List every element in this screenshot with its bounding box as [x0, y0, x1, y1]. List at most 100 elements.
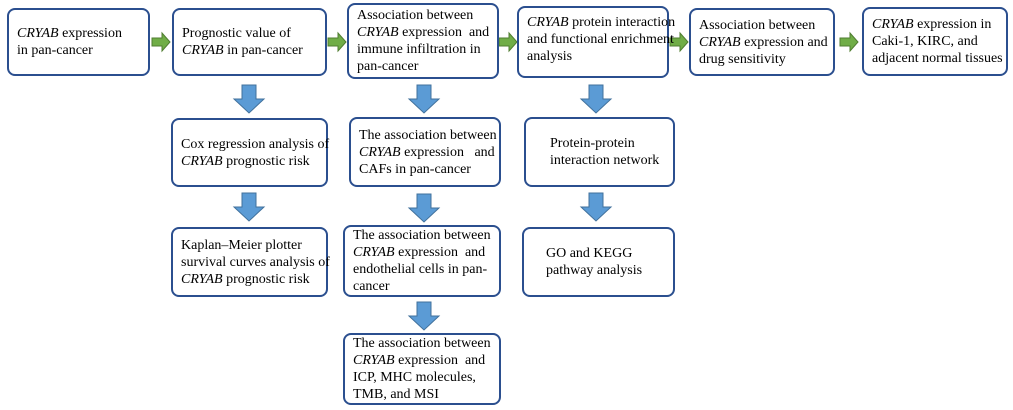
arrow-down-prognostic-to-cox [232, 84, 266, 114]
node-text-line: and functional enrichment [527, 31, 674, 48]
node-text: Protein-protein [550, 136, 635, 151]
node-text-line: CRYAB prognostic risk [181, 271, 318, 288]
arrow-down-protein-to-ppi [579, 84, 613, 114]
arrow-down-endothelial-to-icp [407, 301, 441, 331]
node-text-line: Association between [699, 17, 825, 34]
arrow-down-cafs-to-endothelial [407, 193, 441, 223]
node-text: pan-cancer [357, 59, 419, 74]
node-text: interaction network [550, 153, 660, 168]
node-text: endothelial cells in pan- [353, 262, 488, 277]
arrow-down-cox-to-km [232, 192, 266, 222]
node-text-line: The association between [353, 335, 491, 352]
node-text-line: CRYAB expression [17, 25, 140, 42]
gene-name: CRYAB [353, 353, 395, 368]
gene-name: CRYAB [181, 271, 223, 287]
gene-name: CRYAB [353, 245, 395, 260]
node-text: immune infiltration in [357, 42, 481, 57]
node-text-line: CRYAB in pan-cancer [182, 42, 317, 59]
arrow-down-immune-to-cafs [407, 84, 441, 114]
node-text: protein interaction [568, 15, 676, 30]
node-text-line: drug sensitivity [699, 51, 825, 68]
gene-name: CRYAB [182, 43, 224, 58]
node-text: expression in [913, 17, 992, 32]
node-text-line: CAFs in pan-cancer [359, 161, 491, 178]
node-text-line: Kaplan–Meier plotter [181, 237, 318, 254]
node-text-line: ICP, MHC molecules, [353, 369, 491, 386]
gene-name: CRYAB [872, 17, 914, 32]
gene-name: CRYAB [359, 144, 401, 160]
node-text: The association between [353, 228, 491, 243]
node-text: in pan-cancer [17, 43, 93, 58]
node-ppi-network: Protein-protein interaction network [524, 117, 675, 187]
node-text-line: GO and KEGG [546, 245, 665, 262]
gene-name: CRYAB [17, 26, 59, 41]
node-go-kegg: GO and KEGG pathway analysis [522, 227, 675, 297]
node-text-line: pathway analysis [546, 262, 665, 279]
node-text: pathway analysis [546, 263, 643, 278]
node-text-line: CRYAB expression and [357, 24, 489, 41]
node-text-line: The association between [353, 227, 491, 244]
node-text: Kaplan–Meier plotter [181, 237, 302, 253]
node-text-line: endothelial cells in pan- [353, 261, 491, 278]
node-text-line: CRYAB protein interaction [527, 14, 675, 31]
node-text-line: CRYAB expression and [359, 144, 495, 161]
node-text: expression and [398, 25, 490, 40]
node-text: expression [58, 26, 122, 41]
node-text-line: survival curves analysis of [181, 254, 330, 271]
node-text: and functional enrichment [527, 32, 674, 47]
node-text: prognostic risk [222, 271, 310, 287]
node-text: Association between [357, 8, 474, 23]
node-text: expression and [394, 353, 486, 368]
node-text: in pan-cancer [223, 43, 303, 58]
node-text: GO and KEGG [546, 246, 633, 261]
node-text-line: analysis [527, 48, 659, 65]
arrow-right-2 [327, 31, 347, 53]
node-text-line: Caki-1, KIRC, and [872, 33, 998, 50]
node-text-line: pan-cancer [357, 58, 489, 75]
gene-name: CRYAB [181, 153, 223, 169]
node-text-line: Association between [357, 7, 489, 24]
node-text: TMB, and MSI [353, 387, 439, 402]
gene-name: CRYAB [699, 34, 741, 50]
arrow-right-4 [669, 31, 689, 53]
node-text-line: in pan-cancer [17, 42, 140, 59]
node-text: expression and [400, 144, 495, 160]
node-text: drug sensitivity [699, 51, 786, 67]
arrow-down-ppi-to-go [579, 192, 613, 222]
node-text: Association between [699, 17, 816, 33]
node-text: ICP, MHC molecules, [353, 370, 476, 385]
node-text-line: Cox regression analysis of [181, 136, 329, 153]
node-text: prognostic risk [222, 153, 310, 169]
node-text: Caki-1, KIRC, and [872, 34, 978, 49]
node-text: expression and [394, 245, 486, 260]
node-text-line: immune infiltration in [357, 41, 489, 58]
gene-name: CRYAB [357, 25, 399, 40]
node-text-line: CRYAB expression and [353, 352, 491, 369]
node-text: survival curves analysis of [181, 254, 330, 270]
node-text: expression and [740, 34, 828, 50]
arrow-right-5 [839, 31, 859, 53]
node-text-line: interaction network [550, 152, 665, 169]
node-text-line: The association between [359, 127, 497, 144]
node-text-line: cancer [353, 278, 491, 295]
node-text: The association between [359, 127, 497, 143]
arrow-right-1 [151, 31, 171, 53]
node-text-line: Protein-protein [550, 135, 665, 152]
node-text-line: adjacent normal tissues [872, 50, 1003, 67]
node-text: Prognostic value of [182, 26, 291, 41]
node-text-line: CRYAB expression and [699, 34, 828, 51]
node-text: CAFs in pan-cancer [359, 161, 471, 177]
